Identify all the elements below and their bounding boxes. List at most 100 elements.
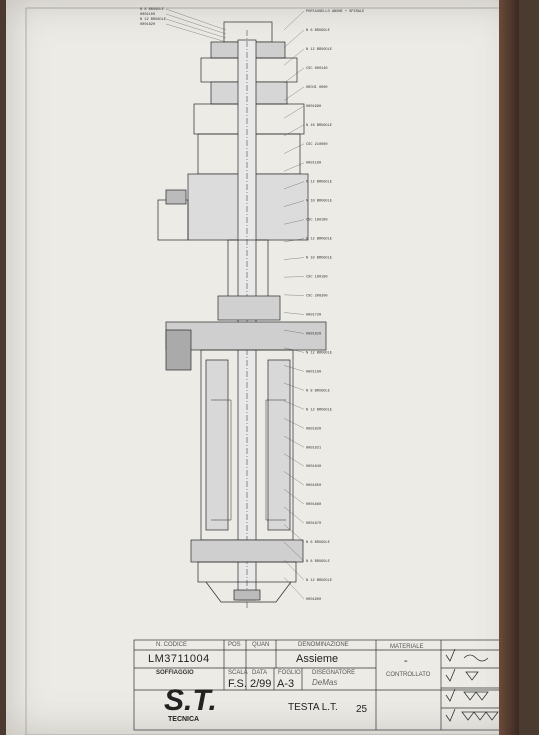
date-value: 2/99 (250, 678, 272, 690)
leader-line (283, 312, 305, 315)
code-label: N. CODICE (156, 642, 188, 648)
leader-line (283, 219, 305, 225)
leader-line (283, 257, 305, 260)
leader-line (283, 67, 305, 84)
leader-line (283, 86, 305, 101)
leader-line (283, 524, 305, 543)
callout-label: CSC 210000 (306, 143, 328, 147)
leader-line (283, 124, 305, 137)
leader-line (283, 577, 305, 600)
leader-line (283, 105, 305, 119)
technical-drawing: PORTAUGELLO ANONE + SPIRALE N 6 BRUGOLE N … (25, 7, 512, 735)
callout-label: 0001860 (306, 503, 321, 507)
callout-label: N 12 BRUGOLE (306, 408, 332, 412)
callout-label: N 8 BRUGOLE (306, 560, 330, 564)
assembly-section (157, 21, 327, 610)
callout-label: 0001900 (306, 598, 321, 602)
callout-label: N 12 BRUGOLE (306, 351, 332, 355)
callout-label: ORCHI 0000 (306, 86, 328, 90)
leader-line (283, 181, 305, 190)
leader-line (283, 365, 305, 372)
callout-label: 0001980 (306, 105, 321, 109)
callout-label: N 6 BRUGOLE (306, 29, 330, 33)
pos-label: POS (228, 642, 241, 648)
drawing-sheet: PORTAUGELLO ANONE + SPIRALE N 6 BRUGOLE N … (6, 0, 519, 735)
callout-label: 0001180 (306, 162, 321, 166)
callout-label-left: 0001820 (140, 23, 155, 27)
leader-line (283, 347, 305, 353)
leader-line-left (165, 18, 227, 39)
callout-label: N 10 BRUGOLE (306, 257, 332, 261)
page-edge (499, 0, 519, 735)
leader-line-left (165, 8, 227, 31)
designer-label: DISEGNATORE (312, 670, 356, 676)
leader-line (283, 506, 305, 524)
leader-line (283, 330, 305, 334)
callout-label: N 16 BRUGOLE (306, 124, 332, 128)
leader-line (283, 276, 305, 278)
callout-label: 0001720 (306, 313, 321, 317)
callout-label-left: N 12 BRUGOLE (140, 18, 166, 22)
leader-line (283, 48, 305, 66)
leader-line (283, 559, 305, 581)
drawing-title: TESTA L.T. (288, 702, 338, 713)
leader-line (283, 238, 305, 243)
callout-label: N 12 BRUGOLE (306, 181, 332, 185)
leader-line (283, 162, 305, 172)
drawing-number: 25 (356, 704, 368, 715)
callout-labels: PORTAUGELLO ANONE + SPIRALE N 6 BRUGOLE N … (306, 10, 364, 602)
callout-label: CSC 180180 (306, 219, 328, 223)
leader-line (283, 541, 305, 562)
callout-label: 0001850 (306, 484, 321, 488)
material-label: MATERIALE (390, 644, 424, 650)
date-label: DATA (252, 670, 268, 676)
callout-label: PORTAUGELLO ANONE + SPIRALE (306, 10, 364, 14)
callout-label: 0001831 (306, 446, 321, 450)
denomination-value: Assieme (296, 653, 339, 665)
leader-line (283, 471, 305, 486)
callout-label: CSC 190190 (306, 276, 328, 280)
denomination-label: DENOMINAZIONE (298, 642, 349, 648)
leader-line (283, 418, 305, 429)
callout-label: N 6 BRUGOLE (306, 541, 330, 545)
leader-line (283, 453, 305, 467)
callout-label-left: 0001100 (140, 13, 155, 17)
scale-value: F.S. (228, 678, 247, 690)
callout-label: N 8 BRUGOLE (306, 389, 330, 393)
surface-finish-symbols (445, 648, 499, 722)
callout-label: CSC 600140 (306, 67, 328, 71)
leader-line (283, 29, 305, 48)
callout-label: N 12 BRUGOLE (306, 579, 332, 583)
callout-label: 0001820 (306, 427, 321, 431)
scale-label: SCALA (228, 670, 248, 676)
leader-line (283, 435, 305, 448)
leader-line (283, 400, 305, 410)
leader-line-left (165, 13, 227, 35)
company-name: TECNICA (168, 716, 200, 723)
callout-label: 0001840 (306, 465, 321, 469)
leader-line (283, 10, 305, 31)
callout-label: 0001870 (306, 522, 321, 526)
leader-line (283, 382, 305, 391)
controller-label: CONTROLLATO (386, 672, 431, 678)
designer-value: DeMas (312, 678, 338, 687)
callout-label: N 12 BRUGOLE (306, 48, 332, 52)
subtitle-label: SOFFIAGGIO (156, 670, 194, 676)
leader-line (283, 143, 305, 154)
callout-label-left: N 8 BRUGOLE (140, 8, 164, 12)
code-value: LM3711004 (148, 653, 210, 665)
company-logo: S.T. (164, 684, 217, 717)
callout-label: 0001180 (306, 370, 321, 374)
leader-line (283, 200, 305, 207)
material-value: - (404, 655, 408, 667)
leader-line (283, 294, 305, 296)
callout-label: N 12 BRUGOLE (306, 238, 332, 242)
leader-line-left (165, 23, 227, 43)
leader-lines (165, 8, 305, 600)
format-label: FOGLIO (278, 670, 301, 676)
format-value: A-3 (277, 678, 295, 690)
callout-label: 0001820 (306, 332, 321, 336)
quan-label: QUAN (252, 642, 270, 648)
callout-label: N 10 BRUGOLE (306, 200, 332, 204)
